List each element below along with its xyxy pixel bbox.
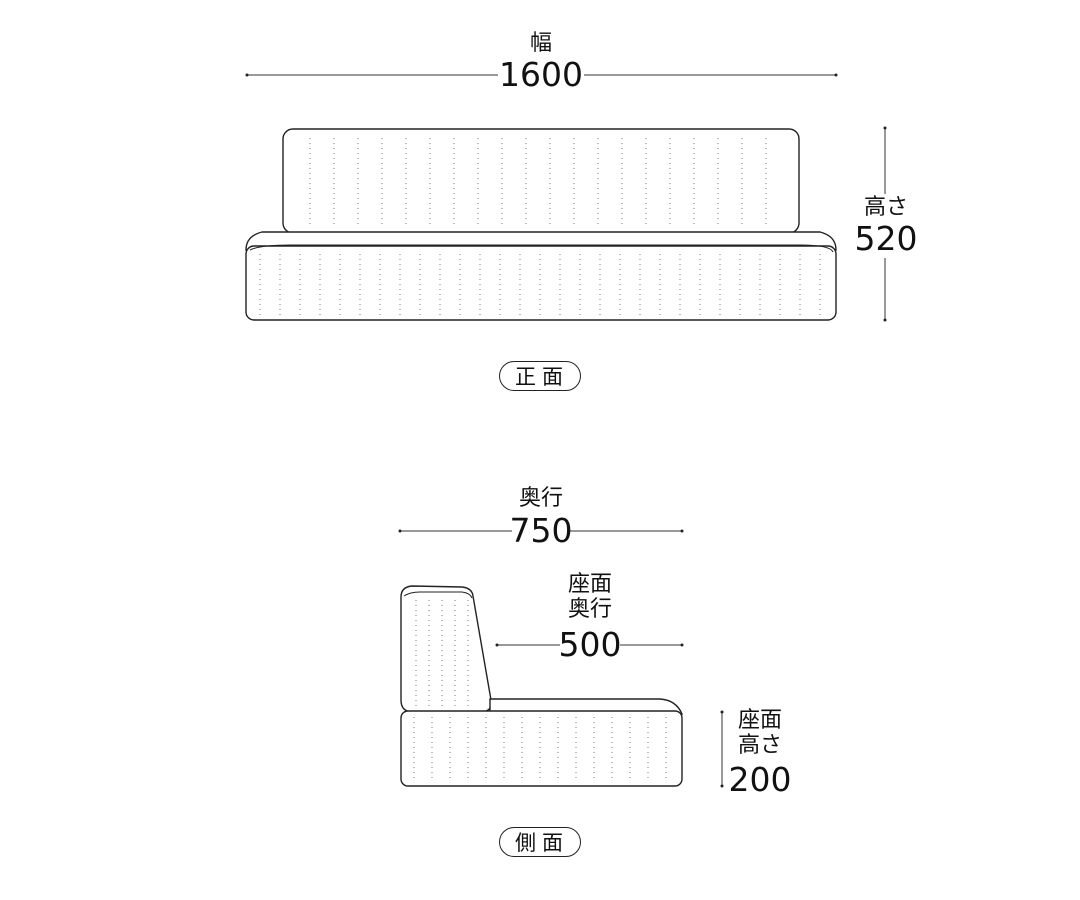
width-label: 幅 bbox=[529, 31, 553, 56]
side-seat-base bbox=[400, 710, 683, 787]
seat-depth-label-line2: 奥行 bbox=[567, 597, 613, 622]
height-value: 520 bbox=[854, 219, 918, 258]
height-label: 高さ bbox=[863, 195, 909, 220]
side-backrest bbox=[400, 585, 492, 713]
side-seat-stitching bbox=[413, 717, 667, 782]
front-view-tag: 正面 bbox=[499, 361, 581, 391]
seat-depth-value: 500 bbox=[558, 625, 622, 664]
depth-value: 750 bbox=[509, 511, 573, 550]
side-view-drawing bbox=[398, 529, 724, 788]
side-seat-top bbox=[489, 698, 684, 715]
front-backrest-stitching bbox=[309, 138, 767, 228]
side-view-tag: 側面 bbox=[499, 827, 581, 857]
width-value: 1600 bbox=[499, 55, 583, 94]
front-backrest bbox=[282, 128, 800, 234]
seat-depth-label-line1: 座面 bbox=[567, 572, 613, 597]
seat-height-label-line2: 高さ bbox=[737, 733, 783, 758]
front-view-drawing bbox=[245, 73, 887, 322]
front-seat-base bbox=[245, 245, 837, 321]
seat-height-label-line1: 座面 bbox=[737, 708, 783, 733]
seat-height-value: 200 bbox=[728, 760, 792, 799]
depth-label: 奥行 bbox=[518, 486, 564, 511]
front-seat-stitching bbox=[259, 254, 821, 316]
